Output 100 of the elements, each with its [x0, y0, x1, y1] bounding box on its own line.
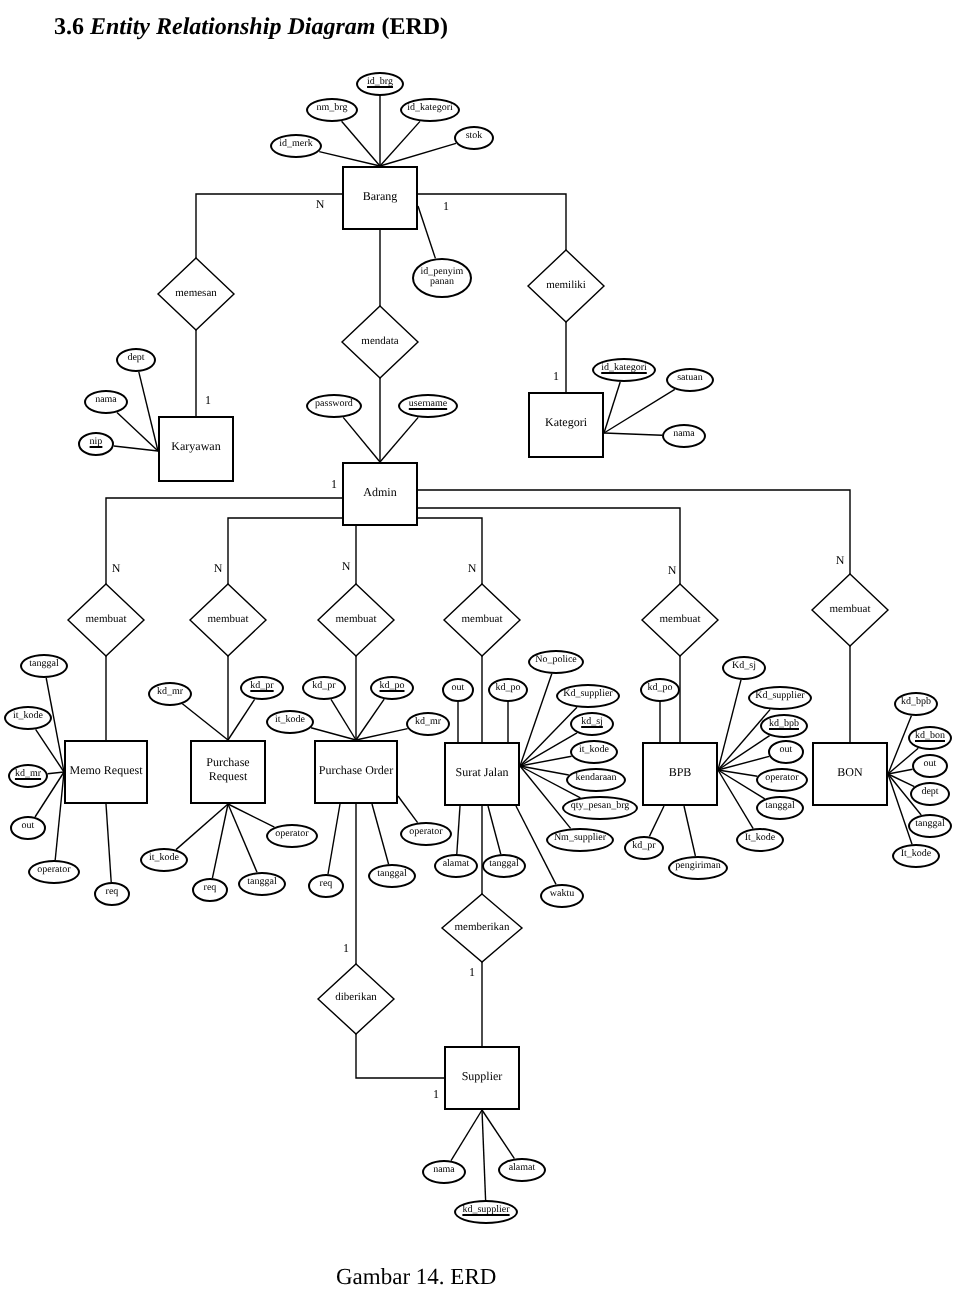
relationship-line	[227, 655, 229, 741]
attribute-line	[717, 769, 754, 830]
attribute-ellipse	[528, 650, 584, 674]
attribute-line	[717, 734, 771, 771]
attribute-line	[487, 805, 502, 855]
relationship-diamond	[528, 250, 604, 322]
attribute-line	[507, 701, 509, 743]
attribute-line	[340, 120, 381, 167]
attribute-ellipse	[4, 706, 52, 730]
attribute-line	[603, 432, 663, 436]
relationship-line	[417, 517, 483, 585]
relationship-line	[355, 1033, 445, 1079]
entity-box	[342, 166, 418, 230]
attribute-line	[330, 698, 357, 741]
attribute-ellipse	[640, 678, 680, 702]
attribute-ellipse	[94, 882, 130, 906]
attribute-line	[519, 765, 572, 830]
attribute-line	[717, 769, 759, 777]
attribute-line	[227, 803, 258, 873]
relationship-line	[849, 645, 851, 743]
attribute-line	[519, 755, 573, 767]
attribute-ellipse	[400, 98, 460, 122]
attribute-line	[683, 805, 697, 857]
key-attribute-ellipse	[454, 1200, 518, 1224]
relationship-line	[379, 229, 381, 307]
attribute-line	[105, 803, 112, 883]
attribute-line	[717, 708, 771, 771]
entity-box	[158, 416, 234, 482]
attribute-line	[887, 715, 913, 775]
attribute-ellipse	[140, 848, 188, 872]
attribute-line	[116, 411, 159, 452]
attribute-line	[450, 1109, 483, 1162]
attribute-ellipse	[482, 854, 526, 878]
attribute-ellipse	[768, 740, 804, 764]
relationship-diamond	[318, 964, 394, 1034]
relationship-line	[355, 803, 357, 965]
key-attribute-ellipse	[8, 764, 48, 788]
attribute-ellipse	[406, 712, 450, 736]
relationship-line	[417, 193, 567, 251]
attribute-ellipse	[10, 816, 46, 840]
attribute-line	[717, 769, 766, 800]
title: 3.6 Entity Relationship Diagram (ERD)	[54, 12, 449, 41]
attribute-line	[456, 805, 461, 855]
attribute-ellipse	[28, 860, 80, 884]
attribute-ellipse	[668, 856, 728, 880]
attribute-line	[355, 727, 409, 741]
relationship-line	[355, 525, 357, 585]
attribute-ellipse	[624, 836, 664, 860]
attribute-line	[887, 768, 914, 775]
relationship-diamond	[812, 574, 888, 646]
key-attribute-ellipse	[78, 432, 114, 456]
relationship-line	[417, 489, 851, 575]
entity-box	[342, 462, 418, 526]
attribute-ellipse	[422, 1160, 466, 1184]
attribute-ellipse	[148, 682, 192, 706]
attribute-line	[887, 773, 922, 816]
relationship-line	[481, 655, 483, 743]
entity-box	[444, 1046, 520, 1110]
relationship-diamond	[318, 584, 394, 656]
attribute-ellipse	[266, 824, 318, 848]
attribute-ellipse	[368, 864, 416, 888]
attribute-line	[34, 771, 65, 818]
attribute-line	[481, 1109, 487, 1201]
entity-box	[444, 742, 520, 806]
relationship-line	[105, 655, 107, 741]
attribute-line	[481, 1109, 516, 1160]
attribute-ellipse	[546, 828, 614, 852]
attribute-line	[379, 120, 421, 167]
attribute-ellipse	[238, 872, 286, 896]
attribute-ellipse	[306, 394, 362, 418]
relationship-line	[481, 805, 483, 895]
attribute-line	[318, 150, 381, 167]
entity-box	[642, 742, 718, 806]
attribute-ellipse	[908, 814, 952, 838]
attribute-line	[113, 445, 159, 452]
attribute-line	[227, 803, 276, 828]
caption: Gambar 14. ERD	[336, 1266, 497, 1294]
attribute-ellipse	[302, 676, 346, 700]
relationship-line	[679, 655, 681, 743]
relationship-line	[195, 329, 197, 417]
attribute-line	[717, 755, 770, 771]
entity-box	[812, 742, 888, 806]
attribute-line	[519, 732, 578, 767]
attribute-ellipse	[666, 368, 714, 392]
attribute-line	[397, 795, 419, 824]
attribute-ellipse	[662, 424, 706, 448]
relationship-diamond	[442, 894, 522, 962]
key-attribute-ellipse	[570, 712, 614, 736]
relationship-diamond	[342, 306, 418, 378]
attribute-line	[519, 673, 553, 767]
attribute-line	[54, 771, 65, 861]
key-attribute-ellipse	[760, 714, 808, 738]
relationship-line	[105, 497, 343, 585]
relationship-diamond	[158, 258, 234, 330]
attribute-ellipse	[498, 1158, 546, 1182]
key-attribute-ellipse	[240, 676, 284, 700]
attribute-line	[138, 371, 159, 452]
attribute-line	[519, 765, 570, 776]
relationship-line	[565, 321, 567, 393]
attribute-line	[417, 205, 437, 260]
